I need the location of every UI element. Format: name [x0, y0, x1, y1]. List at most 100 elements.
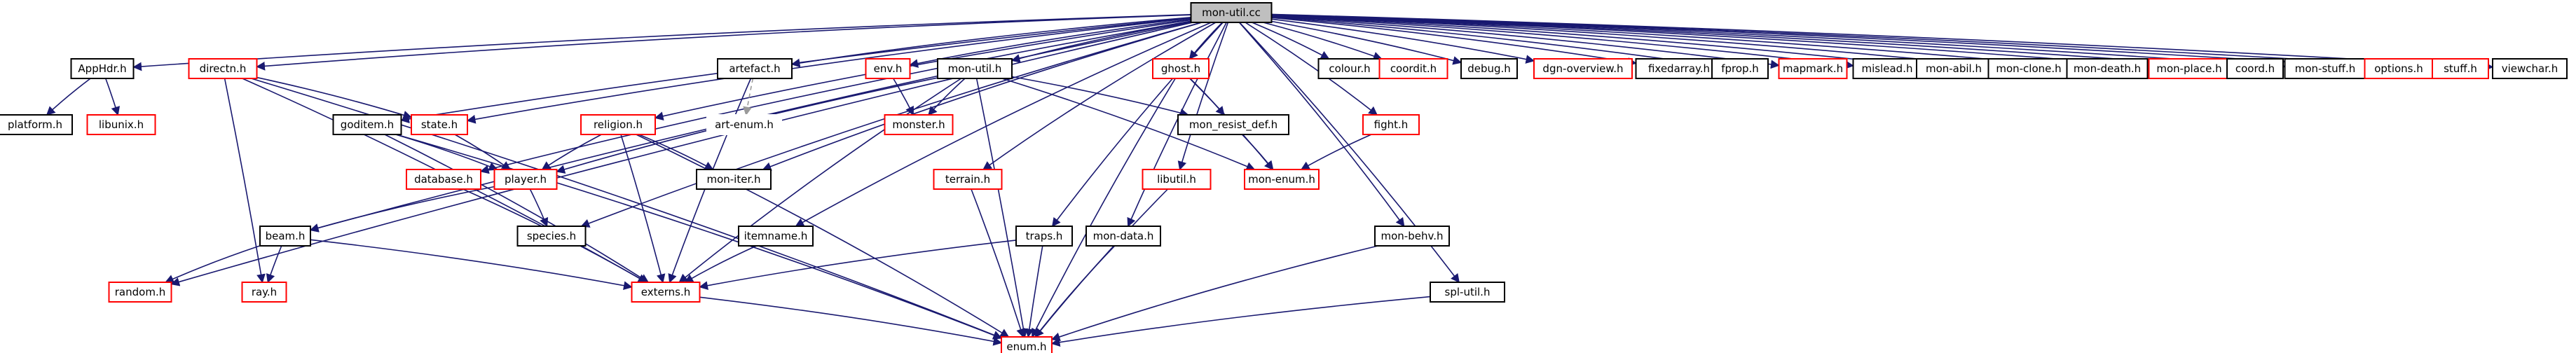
node-box — [241, 282, 287, 303]
node-mon-death-h[interactable]: mon-death.h — [2066, 58, 2149, 79]
node-platform-h[interactable]: platform.h — [0, 114, 73, 135]
edge-mon-util-cc-to-mon-abil-h — [1271, 15, 1918, 69]
node-label: ray.h — [252, 286, 277, 298]
edge-mon-util-cc-to-goditem-h — [400, 17, 1191, 124]
node-box — [1711, 58, 1769, 79]
node-spl-util-h[interactable]: spl-util.h — [1430, 282, 1505, 303]
node-player-h[interactable]: player.h — [493, 169, 558, 190]
node-coord-h[interactable]: coord.h — [2226, 58, 2284, 79]
node-externs-h[interactable]: externs.h — [631, 282, 701, 303]
node-mon-resist-def-h[interactable]: mon_resist_def.h — [1177, 114, 1289, 135]
node-box — [516, 226, 587, 247]
node-box — [1190, 2, 1273, 23]
node-box — [2226, 58, 2284, 79]
node-stuff-h[interactable]: stuff.h — [2432, 58, 2489, 79]
node-label: species.h — [527, 230, 576, 242]
node-box — [1177, 114, 1289, 135]
node-directn-h[interactable]: directn.h — [188, 58, 258, 79]
edge-externs-h-to-enum-h — [699, 296, 1003, 346]
node-ghost-h[interactable]: ghost.h — [1152, 58, 1210, 79]
node-random-h[interactable]: random.h — [108, 282, 172, 303]
node-state-h[interactable]: state.h — [411, 114, 468, 135]
node-label: debug.h — [1467, 62, 1511, 75]
node-fight-h[interactable]: fight.h — [1362, 114, 1420, 135]
edge-directn-h-to-state-h — [256, 76, 413, 120]
edge-state-h-to-player-h — [454, 134, 511, 170]
node-label: mon-enum.h — [1248, 173, 1315, 186]
edge-mon-util-cc-to-viewchar-h — [1271, 13, 2494, 71]
node-label: coord.h — [2235, 62, 2275, 75]
node-box — [1362, 114, 1420, 135]
edge-mon-util-cc-to-random-h — [170, 22, 1193, 286]
node-debug-h[interactable]: debug.h — [1460, 58, 1518, 79]
edge-mon-util-h-to-mon-enum-h — [1001, 78, 1256, 171]
edge-directn-h-to-ray-h — [224, 78, 266, 284]
node-fixedarray-h[interactable]: fixedarray.h — [1635, 58, 1723, 79]
edge-mon-resist-def-h-to-mon-enum-h — [1241, 134, 1274, 171]
node-goditem-h[interactable]: goditem.h — [332, 114, 402, 135]
node-mon-util-h[interactable]: mon-util.h — [937, 58, 1013, 79]
node-enum-h[interactable]: enum.h — [1001, 336, 1053, 353]
edge-religion-h-to-mon-iter-h — [638, 134, 714, 170]
node-box — [0, 114, 73, 135]
node-box — [1778, 58, 1848, 79]
node-dgn-overview-h[interactable]: dgn-overview.h — [1533, 58, 1633, 79]
node-mapmark-h[interactable]: mapmark.h — [1778, 58, 1848, 79]
node-box — [933, 169, 1003, 190]
node-itemname-h[interactable]: itemname.h — [738, 226, 814, 247]
node-colour-h[interactable]: colour.h — [1317, 58, 1382, 79]
node-apphdr-h[interactable]: AppHdr.h — [70, 58, 135, 79]
node-coordit-h[interactable]: coordit.h — [1378, 58, 1448, 79]
node-viewchar-h[interactable]: viewchar.h — [2492, 58, 2568, 79]
node-options-h[interactable]: options.h — [2364, 58, 2434, 79]
node-fprop-h[interactable]: fprop.h — [1711, 58, 1769, 79]
node-mon-abil-h[interactable]: mon-abil.h — [1916, 58, 1992, 79]
node-box — [2432, 58, 2489, 79]
node-label: fprop.h — [1721, 62, 1759, 75]
node-mon-enum-h[interactable]: mon-enum.h — [1244, 169, 1320, 190]
edge-apphdr-h-to-libunix-h — [104, 78, 121, 116]
node-box — [1015, 226, 1073, 247]
node-box — [1852, 58, 1922, 79]
node-mon-iter-h[interactable]: mon-iter.h — [696, 169, 772, 190]
node-monster-h[interactable]: monster.h — [884, 114, 954, 135]
node-libunix-h[interactable]: libunix.h — [86, 114, 156, 135]
node-terrain-h[interactable]: terrain.h — [933, 169, 1003, 190]
node-box — [865, 58, 911, 79]
edge-beam-h-to-random-h — [165, 245, 261, 284]
node-mon-place-h[interactable]: mon-place.h — [2148, 58, 2231, 79]
node-beam-h[interactable]: beam.h — [259, 226, 311, 247]
node-traps-h[interactable]: traps.h — [1015, 226, 1073, 247]
edge-beam-h-to-externs-h — [310, 239, 633, 291]
node-mon-clone-h[interactable]: mon-clone.h — [1987, 58, 2070, 79]
node-box — [188, 58, 258, 79]
node-mon-util-cc[interactable]: mon-util.cc — [1190, 2, 1273, 23]
edge-spl-util-h-to-enum-h — [1050, 296, 1431, 347]
node-database-h[interactable]: database.h — [406, 169, 481, 190]
node-species-h[interactable]: species.h — [516, 226, 587, 247]
node-mislead-h[interactable]: mislead.h — [1852, 58, 1922, 79]
node-mon-behv-h[interactable]: mon-behv.h — [1374, 226, 1450, 247]
edge-mon-util-cc-to-state-h — [466, 18, 1191, 124]
edge-fight-h-to-mon-enum-h — [1300, 134, 1372, 170]
node-box — [1244, 169, 1320, 190]
node-label: terrain.h — [945, 173, 990, 186]
node-art-enum-h[interactable]: art-enum.h — [706, 114, 782, 135]
edge-mon-util-cc-to-artefact-h — [790, 16, 1191, 68]
node-religion-h[interactable]: religion.h — [580, 114, 656, 135]
node-ray-h[interactable]: ray.h — [241, 282, 287, 303]
node-box — [1430, 282, 1505, 303]
node-box — [1378, 58, 1448, 79]
node-artefact-h[interactable]: artefact.h — [717, 58, 793, 79]
edge-mon-util-cc-to-species-h — [580, 22, 1202, 228]
node-mon-data-h[interactable]: mon-data.h — [1085, 226, 1161, 247]
node-env-h[interactable]: env.h — [865, 58, 911, 79]
node-libutil-h[interactable]: libutil.h — [1142, 169, 1212, 190]
node-label: mon-clone.h — [1996, 62, 2061, 75]
node-label: player.h — [505, 173, 547, 186]
node-box — [108, 282, 172, 303]
node-mon-stuff-h[interactable]: mon-stuff.h — [2284, 58, 2366, 79]
node-label: mon_resist_def.h — [1189, 118, 1277, 132]
node-label: colour.h — [1329, 62, 1370, 75]
